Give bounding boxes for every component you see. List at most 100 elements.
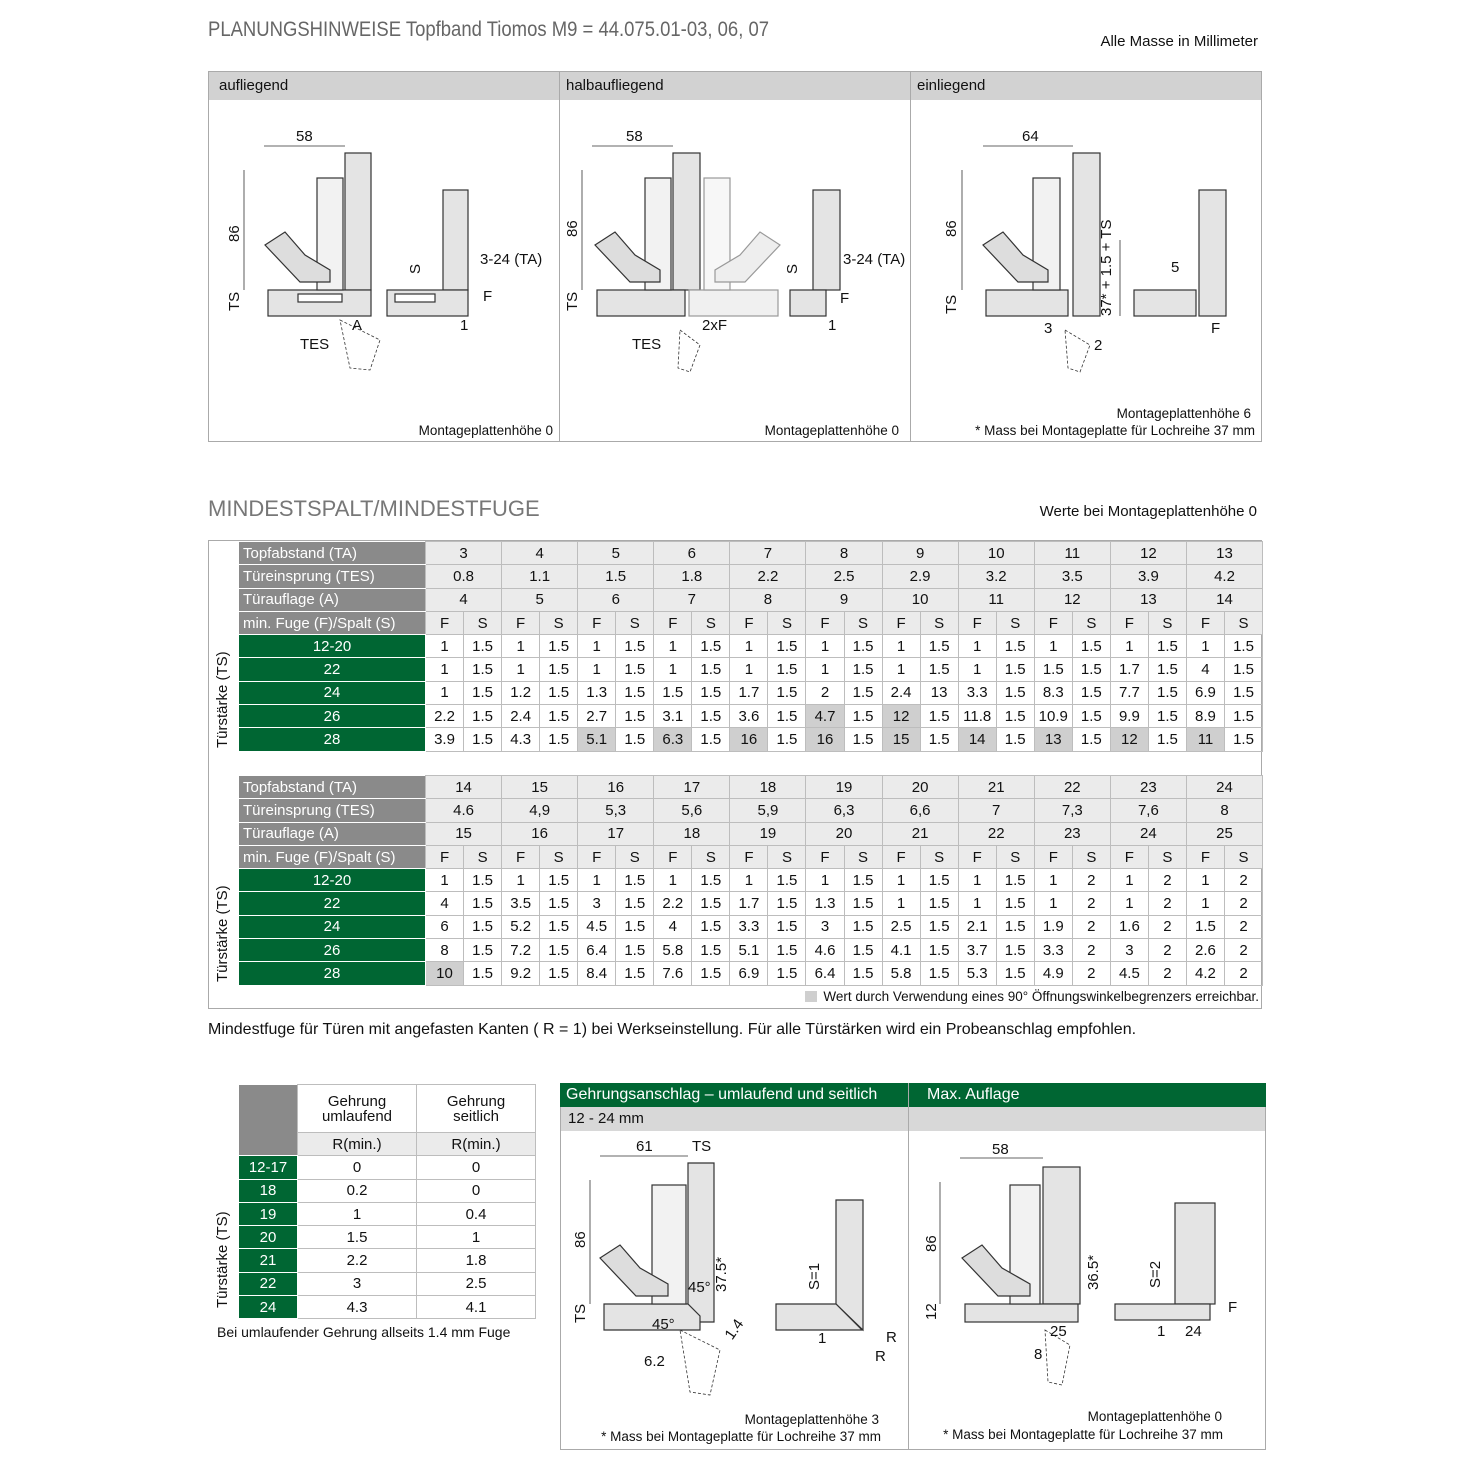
table-cell: 10 xyxy=(424,961,465,986)
tes-value: 2.2 xyxy=(729,564,807,589)
a-value: 25 xyxy=(1185,821,1264,846)
table-cell: 1.5 xyxy=(615,914,655,940)
table-cell: 1.5 xyxy=(1223,657,1264,682)
table-cell: 1.5 xyxy=(539,914,579,940)
table-cell: 5.1 xyxy=(577,727,617,752)
a-value: 10 xyxy=(881,587,959,612)
section-note: Werte bei Montageplattenhöhe 0 xyxy=(1039,503,1257,520)
table-cell: 1 xyxy=(1109,868,1149,893)
ts-label: 24 xyxy=(238,680,426,706)
ts-label: 28 xyxy=(238,727,426,752)
row-header: Türeinsprung (TES) xyxy=(238,564,426,589)
table-cell: 2 xyxy=(1147,938,1187,963)
table-cell: 1.5 xyxy=(691,914,731,940)
col-s: S xyxy=(919,844,959,870)
table-cell: 1 xyxy=(1033,868,1073,893)
divider xyxy=(559,72,560,441)
col-s: S xyxy=(463,610,503,636)
table-cell: 1 xyxy=(653,634,693,659)
table-cell: 1 xyxy=(805,868,845,893)
dim-37-5: 37.5* xyxy=(713,1256,730,1292)
ta-value: 3 xyxy=(424,540,503,566)
table-cell: 1 xyxy=(424,680,465,706)
table-cell: 3.7 xyxy=(957,938,997,963)
ta-value: 16 xyxy=(577,774,655,800)
min-gap-table-frame xyxy=(208,540,1262,1009)
ts-label: 12-17 xyxy=(238,1155,298,1180)
table-cell: 1 xyxy=(1033,634,1073,659)
r-min-umlaufend: 0 xyxy=(297,1155,417,1180)
table-cell: 7.7 xyxy=(1109,680,1149,706)
table-cell: 5.8 xyxy=(881,961,921,986)
table-cell: 1.5 xyxy=(1147,657,1187,682)
ta-value: 17 xyxy=(653,774,731,800)
table-cell: 1.5 xyxy=(919,634,959,659)
table-cell: 2 xyxy=(1223,938,1264,963)
panel-footer: Montageplattenhöhe 0 xyxy=(764,423,899,438)
col-s: S xyxy=(1147,844,1187,870)
tes-value: 6,6 xyxy=(881,798,959,823)
section-title: MINDESTSPALT/MINDESTFUGE xyxy=(208,496,540,521)
dim-f: F xyxy=(1211,320,1221,337)
dim-5: 5 xyxy=(1171,259,1180,276)
table-cell: 1.5 xyxy=(1071,680,1111,706)
col-s: S xyxy=(767,610,807,636)
dim-s: S xyxy=(784,263,801,274)
limiter-swatch xyxy=(805,991,818,1002)
table-cell: 3.1 xyxy=(653,704,693,729)
table-cell: 1.5 xyxy=(539,961,579,986)
table-cell: 1.5 xyxy=(995,914,1035,940)
table-cell: 1 xyxy=(805,657,845,682)
table-cell: 1.5 xyxy=(767,868,807,893)
table-cell: 12 xyxy=(1109,727,1149,752)
table-cell: 1.5 xyxy=(1223,704,1264,729)
table-cell: 1 xyxy=(653,657,693,682)
dim-f: F xyxy=(840,290,850,307)
table-cell: 1.5 xyxy=(843,914,883,940)
table-cell: 1.5 xyxy=(691,727,731,752)
dim-width: 61 xyxy=(636,1138,653,1155)
a-value: 15 xyxy=(424,821,503,846)
col-f: F xyxy=(653,610,693,636)
dim-2: 2 xyxy=(1094,337,1103,354)
col-f: F xyxy=(501,610,541,636)
table-cell: 1.5 xyxy=(1223,634,1264,659)
dim-s2: S=2 xyxy=(1147,1260,1164,1288)
table-cell: 1 xyxy=(577,868,617,893)
table-cell: 11 xyxy=(1185,727,1226,752)
dim-8: 8 xyxy=(1034,1346,1043,1363)
table-cell: 1.5 xyxy=(463,680,503,706)
table-cell: 8.4 xyxy=(577,961,617,986)
row-header: Topfabstand (TA) xyxy=(238,774,426,800)
table-cell: 1.5 xyxy=(1185,914,1225,940)
table-cell: 1.5 xyxy=(995,634,1035,659)
panel-footnote: * Mass bei Montageplatte für Lochreihe 3… xyxy=(975,423,1255,438)
table-cell: 1.2 xyxy=(501,680,541,706)
col-s: S xyxy=(919,610,959,636)
col-f: F xyxy=(729,844,769,870)
table-cell: 1.5 xyxy=(919,961,959,986)
table-cell: 16 xyxy=(729,727,769,752)
a-value: 11 xyxy=(957,587,1035,612)
table-cell: 2 xyxy=(1223,961,1264,986)
table-cell: 1 xyxy=(881,634,921,659)
ta-value: 20 xyxy=(881,774,959,800)
tes-value: 1.1 xyxy=(501,564,579,589)
table-cell: 1 xyxy=(424,657,465,682)
r-min-seitlich: 0.4 xyxy=(416,1201,536,1227)
ts-label: 22 xyxy=(238,657,426,682)
r-min-seitlich: 0 xyxy=(416,1178,536,1203)
ts-label: 20 xyxy=(238,1225,298,1250)
table-cell: 2.7 xyxy=(577,704,617,729)
r-min-umlaufend: 3 xyxy=(297,1271,417,1297)
table-cell: 1.7 xyxy=(729,680,769,706)
tes-value: 3.2 xyxy=(957,564,1035,589)
table-cell: 1.5 xyxy=(843,868,883,893)
col-s: S xyxy=(995,610,1035,636)
table-cell: 1.5 xyxy=(767,657,807,682)
ts-label: 28 xyxy=(238,961,426,986)
